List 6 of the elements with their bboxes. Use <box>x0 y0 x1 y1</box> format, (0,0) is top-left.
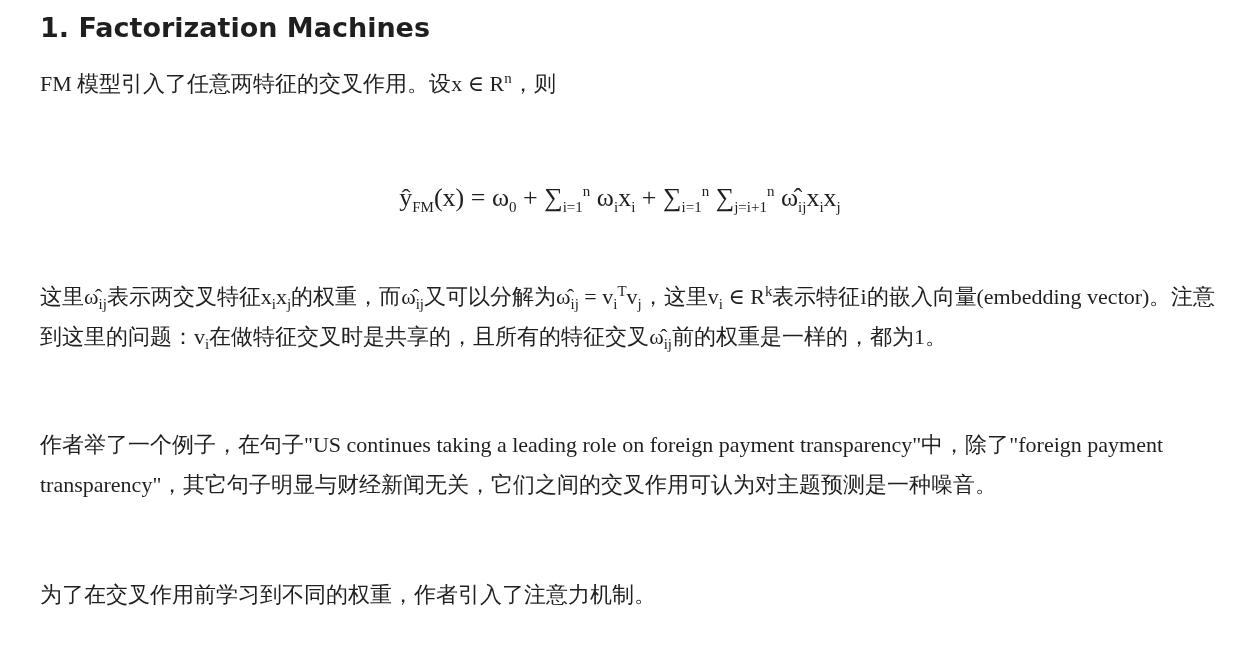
paragraph: 作者举了一个例子，在句子"US continues taking a leading role on foreign payment transparency"中，除了"foreign payment transparency"，其它句子明显与财经新闻无关，它们之间的交叉作用可认为对主题预测是一种噪音。 <box>40 431 1165 499</box>
paragraph: FM 模型引入了任意两特征的交叉作用。设x ∈ R$^{n}$，则 <box>40 68 557 98</box>
paragraph: 这里ω̂$_{ij}$表示两交叉特征x$_{i}$x$_{j}$的权重，而ω̂$_{ij}$又可以分解为ω̂$_{ij}$ = v$_{i}$$^{T}$v$_{j}$，这里v$_{i}$ ∈ R$^{k}$表示特征i的嵌入向量(embedding vector)。注意到这里的问题：v$_{i}$在做特征交叉时是共享的，且所有的特征交叉ω̂$_{ij}$前的权重是一样的，都为1。 <box>40 281 1217 355</box>
paragraph: 为了在交叉作用前学习到不同的权重，作者引入了注意力机制。 <box>40 581 657 609</box>
heading: 1. Factorization Machines <box>40 12 430 43</box>
formula: ŷ$_{FM}$(x) = ω$_{0}$ + ∑$_{i=1}$$^{n}$ ω$_{i}$x$_{i}$ + ∑$_{i=1}$$^{n}$ ∑$_{j=i+1}$$^{n}$ ω̂$_{ij}$x$_{i}$x$_{j}$ <box>398 182 842 218</box>
